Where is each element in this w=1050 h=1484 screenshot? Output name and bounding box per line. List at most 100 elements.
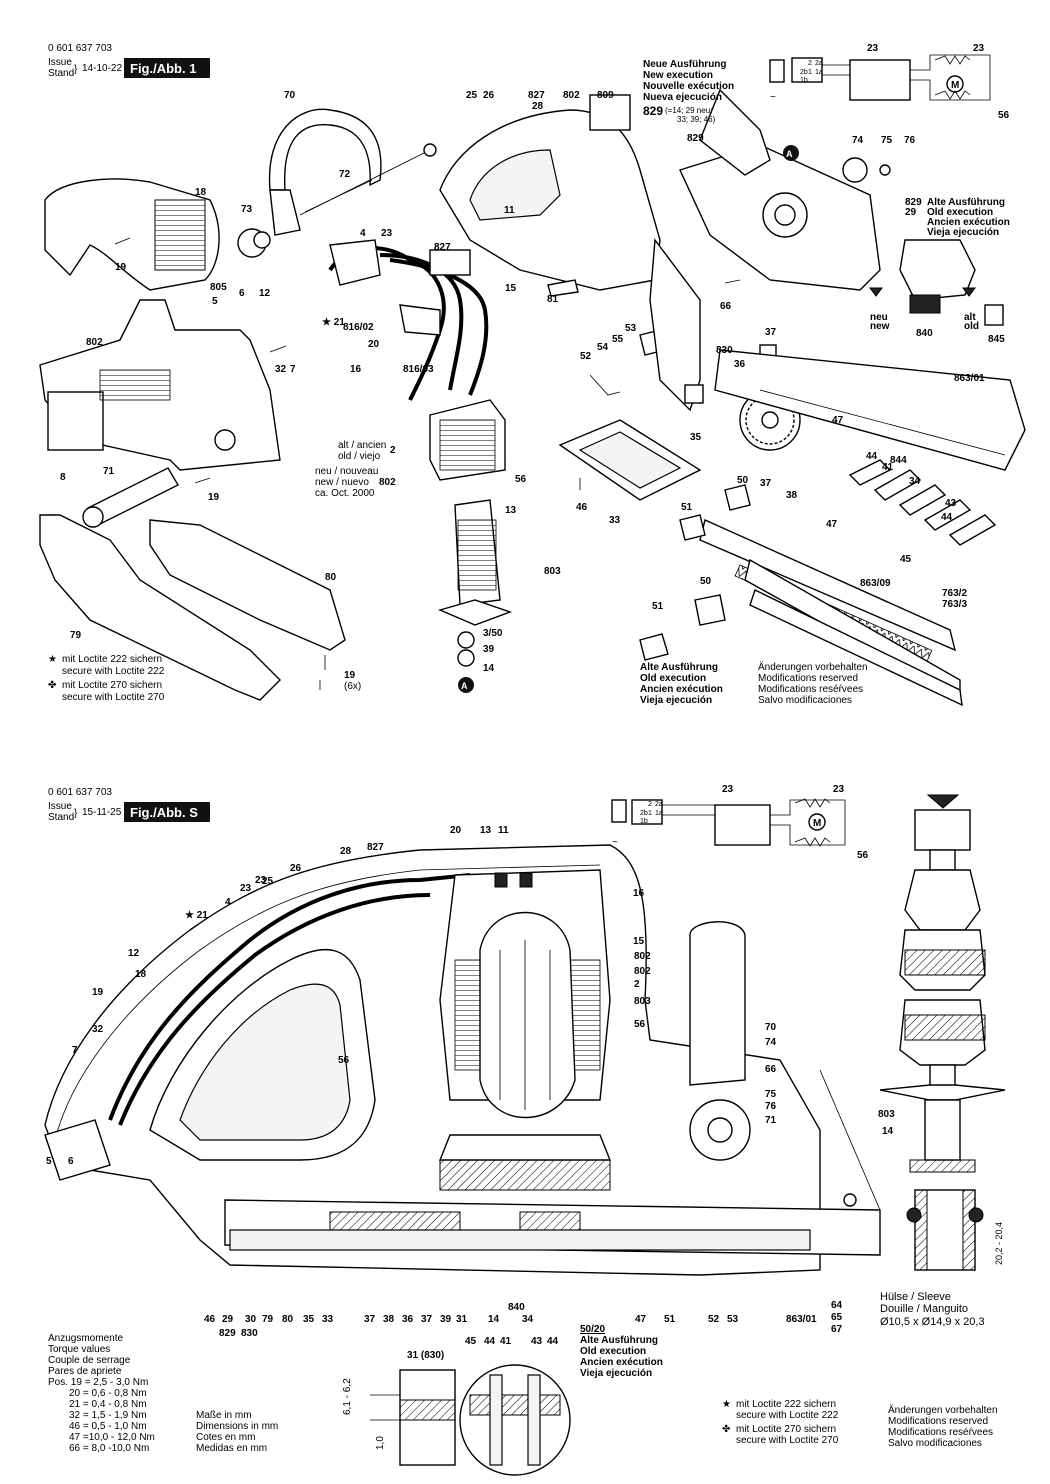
svg-text:Modifications reséŕvees: Modifications reséŕvees bbox=[888, 1427, 993, 1438]
part-callout-46: 46 bbox=[204, 1314, 216, 1325]
sheet1-fig-label: Fig./Abb. 1 bbox=[130, 61, 196, 76]
svg-text:47 =10,0 - 12,0 Nm: 47 =10,0 - 12,0 Nm bbox=[69, 1432, 155, 1443]
svg-text:A: A bbox=[786, 149, 793, 159]
svg-text:Neue Ausführung: Neue Ausführung bbox=[643, 59, 727, 70]
svg-text:Anzugsmomente: Anzugsmomente bbox=[48, 1333, 123, 1344]
part-callout-53: 53 bbox=[625, 323, 637, 334]
svg-text:Änderungen vorbehalten: Änderungen vorbehalten bbox=[758, 661, 868, 673]
part-callout-36: 36 bbox=[402, 1314, 414, 1325]
part-callout-29: 29 bbox=[222, 1314, 234, 1325]
part-callout-802: 802 bbox=[634, 951, 651, 962]
svg-text:Salvo modificaciones: Salvo modificaciones bbox=[888, 1438, 982, 1449]
part-callout-15: 15 bbox=[505, 283, 517, 294]
part-callout-763-2: 763/2 bbox=[942, 588, 967, 599]
svg-text:Medidas en mm: Medidas en mm bbox=[196, 1443, 267, 1454]
dimensions-note: Maße in mm Dimensions in mm Cotes en mm … bbox=[196, 1350, 444, 1454]
part-callout-32: 32 bbox=[275, 364, 287, 375]
part-callout-80: 80 bbox=[325, 572, 337, 583]
sheet1-issue-label: Issue bbox=[48, 57, 72, 68]
part-callout-23: 23 bbox=[381, 228, 393, 239]
svg-text:secure with Loctite 270: secure with Loctite 270 bbox=[736, 1435, 839, 1446]
svg-text:2b: 2b bbox=[640, 810, 648, 817]
svg-text:Ancien exécution: Ancien exécution bbox=[580, 1357, 663, 1368]
part-callout-76: 76 bbox=[904, 135, 916, 146]
svg-text:Pares de apriete: Pares de apriete bbox=[48, 1366, 122, 1377]
svg-text:32 = 1,5 - 1,9 Nm: 32 = 1,5 - 1,9 Nm bbox=[69, 1410, 147, 1421]
sheet2-part-number: 0 601 637 703 bbox=[48, 787, 112, 798]
part-callout-43: 43 bbox=[945, 498, 957, 509]
part-callout-34: 34 bbox=[522, 1314, 534, 1325]
svg-text:1a: 1a bbox=[815, 69, 823, 76]
part-callout-12: 12 bbox=[128, 948, 140, 959]
part-callout-19: 19 bbox=[344, 670, 356, 681]
part-callout-46: 46 bbox=[576, 502, 588, 513]
part-callout-802: 802 bbox=[379, 477, 396, 488]
part-callout-52: 52 bbox=[708, 1314, 720, 1325]
svg-text:Vieja ejecución: Vieja ejecución bbox=[640, 695, 712, 706]
part-callout-37: 37 bbox=[765, 327, 777, 338]
svg-text:6,1 - 6,2: 6,1 - 6,2 bbox=[342, 1378, 353, 1415]
part-callout-47: 47 bbox=[826, 519, 838, 530]
svg-text:Torque values: Torque values bbox=[48, 1344, 110, 1355]
part-callout-79: 79 bbox=[262, 1314, 274, 1325]
svg-text:M: M bbox=[813, 818, 821, 829]
part-callout-20: 20 bbox=[368, 339, 380, 350]
svg-text:new / nuevo: new / nuevo bbox=[315, 477, 369, 488]
part-callout-76: 76 bbox=[765, 1101, 777, 1112]
part-callout-805: 805 bbox=[210, 282, 227, 293]
part-callout-23: 23 bbox=[833, 784, 845, 795]
part-callout-7: 7 bbox=[290, 364, 296, 375]
svg-text:old / viejo: old / viejo bbox=[338, 451, 381, 462]
sheet2-fig-badge bbox=[124, 802, 210, 822]
part-callout-13: 13 bbox=[505, 505, 517, 516]
part-callout-827: 827 bbox=[434, 242, 451, 253]
stator-version-labels: alt / ancien old / viejo neu / nouveau n… bbox=[315, 440, 386, 499]
part-callout-803: 803 bbox=[878, 1109, 895, 1120]
sheet1-drawing: M 2 2a 2b 1 1a 1b ~ A A bbox=[39, 54, 1026, 707]
neu-new-label: neu new bbox=[870, 312, 890, 332]
part-callout-15: 15 bbox=[633, 936, 645, 947]
part-callout-35: 35 bbox=[690, 432, 702, 443]
svg-text:neu: neu bbox=[870, 312, 888, 323]
part-callout-72: 72 bbox=[339, 169, 351, 180]
old-execution-note-top: 829 29 Alte Ausführung Old execution Anc… bbox=[905, 197, 1010, 238]
part-callout-64: 64 bbox=[831, 1300, 843, 1311]
part-callout-71: 71 bbox=[103, 466, 115, 477]
svg-text:}: } bbox=[74, 808, 78, 819]
part-callout-25: 25 bbox=[466, 90, 478, 101]
part-callout-5: 5 bbox=[212, 296, 218, 307]
svg-text:Pos. 19 = 2,5 - 3,0 Nm: Pos. 19 = 2,5 - 3,0 Nm bbox=[48, 1377, 148, 1388]
part-callout-41: 41 bbox=[882, 462, 894, 473]
svg-text:50/20: 50/20 bbox=[580, 1324, 605, 1335]
svg-text:alt / ancien: alt / ancien bbox=[338, 440, 386, 451]
sheet2-issue-date: 15-11-25 bbox=[82, 807, 122, 818]
svg-text:Old execution: Old execution bbox=[640, 673, 706, 684]
part-callout-70: 70 bbox=[765, 1022, 777, 1033]
part-callout-56: 56 bbox=[857, 850, 869, 861]
svg-text:66 = 8,0 -10,0 Nm: 66 = 8,0 -10,0 Nm bbox=[69, 1443, 149, 1454]
svg-text:Modifications reséŕvees: Modifications reséŕvees bbox=[758, 684, 863, 695]
part-callout-802: 802 bbox=[563, 90, 580, 101]
svg-text:alt: alt bbox=[964, 312, 976, 323]
part-callout-41: 41 bbox=[500, 1336, 512, 1347]
part-callout-11: 11 bbox=[504, 205, 515, 216]
part-callout-45: 45 bbox=[900, 554, 912, 565]
svg-text:31 (830): 31 (830) bbox=[407, 1350, 444, 1361]
svg-text:M: M bbox=[951, 80, 959, 91]
part-callout-37: 37 bbox=[421, 1314, 433, 1325]
part-callout-26: 26 bbox=[483, 90, 495, 101]
part-callout-35: 35 bbox=[303, 1314, 315, 1325]
svg-text:2a: 2a bbox=[815, 60, 823, 67]
svg-text:Alte Ausführung: Alte Ausführung bbox=[927, 197, 1005, 208]
part-callout-21: ★ 21 bbox=[322, 317, 345, 328]
svg-text:★: ★ bbox=[722, 1399, 731, 1410]
part-callout-816-03: 816/03 bbox=[403, 364, 434, 375]
svg-text:New execution: New execution bbox=[643, 70, 713, 81]
part-callout-830: 830 bbox=[241, 1328, 258, 1339]
part-callout-803: 803 bbox=[544, 566, 561, 577]
svg-text:Douille / Manguito: Douille / Manguito bbox=[880, 1303, 968, 1315]
part-callout-45: 45 bbox=[465, 1336, 477, 1347]
modifications-note-1: Änderungen vorbehalten Modifications res… bbox=[758, 661, 868, 706]
part-callout-14: 14 bbox=[483, 663, 495, 674]
